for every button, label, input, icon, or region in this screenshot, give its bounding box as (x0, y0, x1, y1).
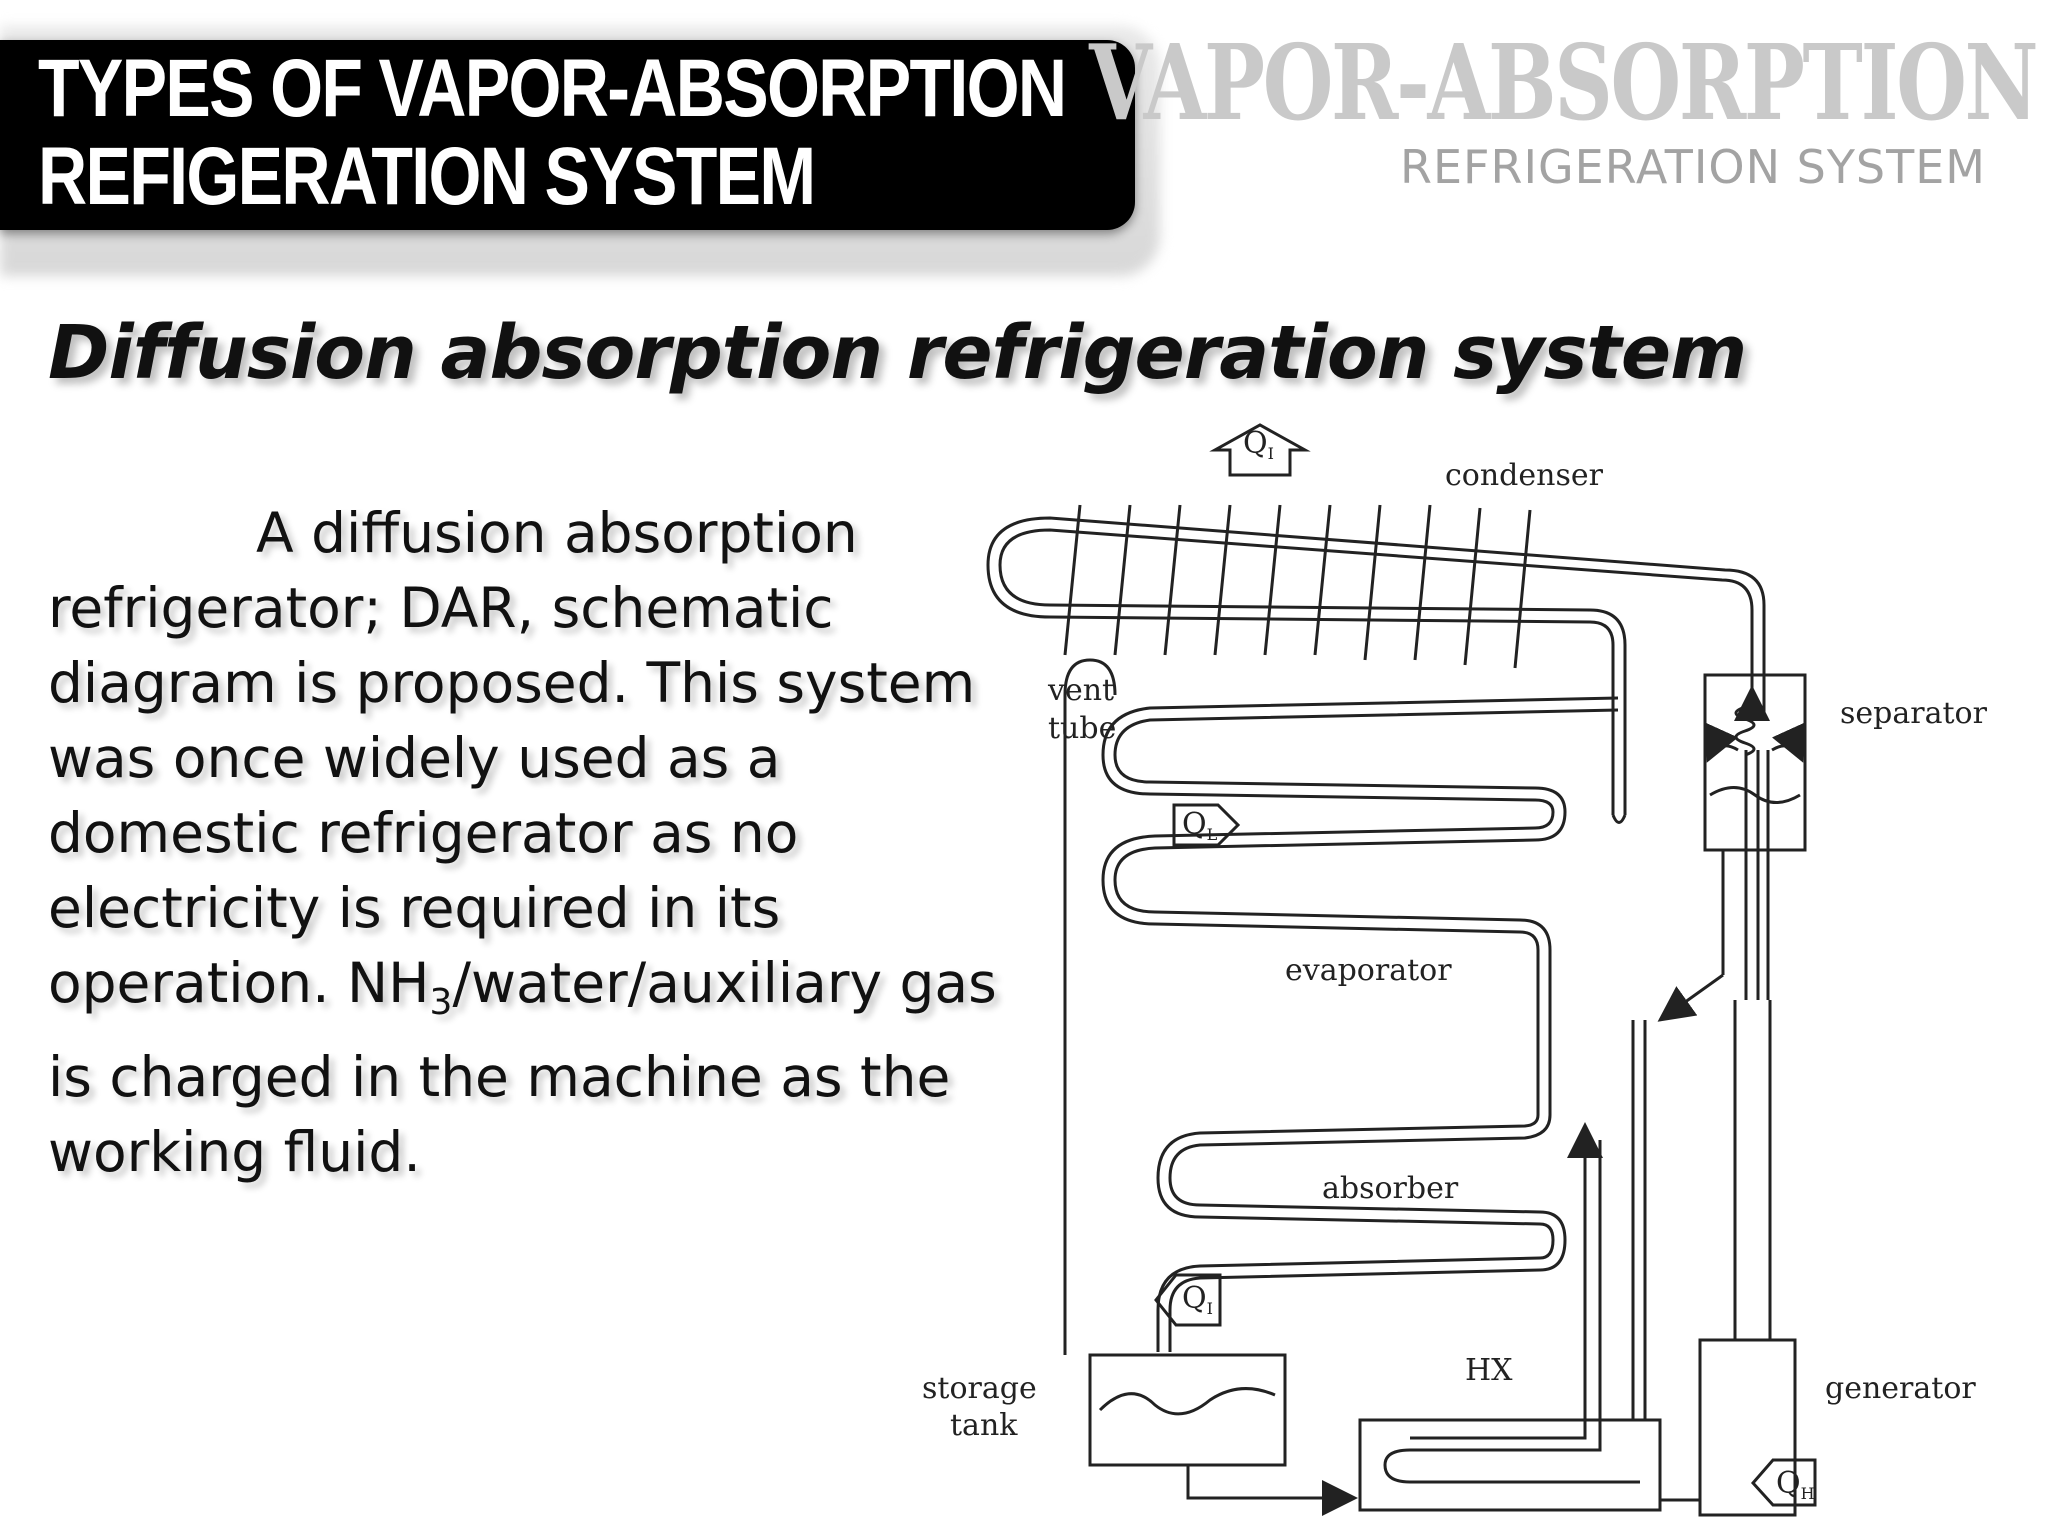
separator (1657, 673, 1807, 1022)
storage-tank (1088, 1353, 1287, 1467)
heat-arrow-condenser (1209, 423, 1311, 477)
slide-title-line-2: REFIGERATION SYSTEM (38, 131, 816, 222)
q-absorber-label: QI (1182, 1281, 1213, 1318)
q-condenser-label: QI (1243, 426, 1274, 463)
heat-arrow-evaporator (1172, 803, 1241, 847)
hx-label: HX (1465, 1353, 1513, 1388)
evaporator-label: evaporator (1285, 953, 1452, 988)
body-text-end: /water/auxiliary gas is charged in the m… (48, 951, 997, 1184)
brand-title: VAPOR-ABSORPTION (1088, 21, 2039, 144)
absorber-label: absorber (1322, 1171, 1459, 1206)
heat-arrow-absorber (1154, 1273, 1222, 1327)
brand-subtitle: REFRIGERATION SYSTEM (1400, 140, 1986, 194)
body-first-line: A diffusion absorption (256, 501, 858, 565)
q-evaporator-label: QL (1182, 807, 1218, 844)
body-paragraph: A diffusion absorption refrigerator; DAR… (48, 496, 1008, 1190)
dar-schematic-diagram: QI QL QI QH condenser vent tube separato… (922, 423, 1988, 1517)
slide-title-line-1: TYPES OF VAPOR-ABSORPTION (38, 43, 1067, 134)
condenser-label: condenser (1445, 458, 1604, 493)
vent-tube-label-1: vent (1047, 673, 1114, 708)
generator (1698, 1000, 1797, 1517)
heat-arrow-generator (1750, 1458, 1817, 1507)
storage-tank-label-2: tank (950, 1408, 1018, 1443)
vent-tube-label-2: tube (1048, 711, 1116, 746)
separator-label: separator (1840, 696, 1988, 731)
condenser-coil (986, 504, 1766, 824)
body-text-main: refrigerator; DAR, schematic diagram is … (48, 576, 976, 1015)
section-subtitle: Diffusion absorption refrigeration syste… (48, 310, 1747, 396)
body-subscript: 3 (429, 982, 453, 1023)
evaporator-coil (1101, 696, 1619, 1352)
generator-label: generator (1825, 1371, 1976, 1406)
title-banner: TYPES OF VAPOR-ABSORPTION REFIGERATION S… (0, 40, 1135, 230)
q-generator-label: QH (1776, 1466, 1815, 1503)
vent-tube (1063, 658, 1117, 1355)
storage-tank-label-1: storage (922, 1371, 1037, 1406)
hx-heat-exchanger (1186, 1020, 1700, 1516)
